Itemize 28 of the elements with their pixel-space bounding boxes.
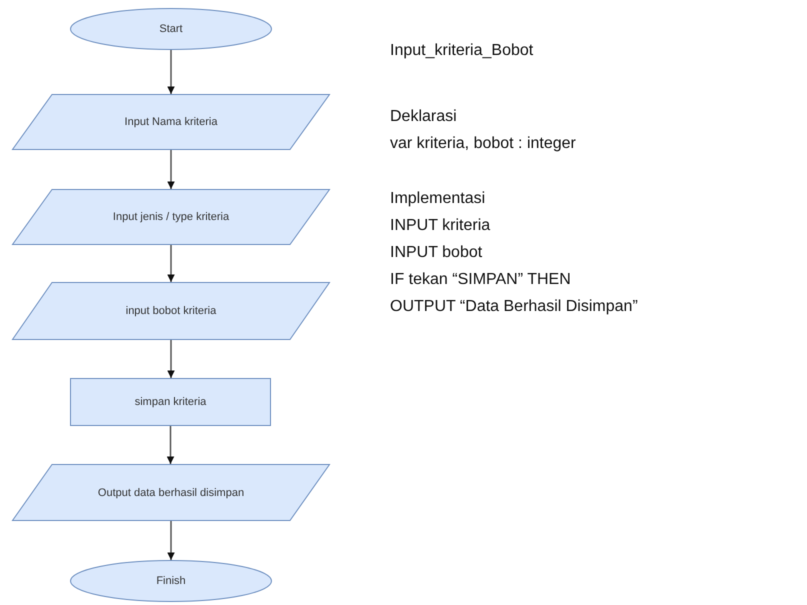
node-label: simpan kriteria — [134, 396, 206, 408]
node-label: input bobot kriteria — [126, 305, 216, 317]
input-parallelogram — [12, 282, 330, 340]
pseudocode-line: OUTPUT “Data Berhasil Disimpan” — [390, 298, 638, 316]
pseudocode-line: IF tekan “SIMPAN” THEN — [390, 271, 571, 289]
process-box — [70, 378, 271, 426]
arrow — [167, 521, 175, 560]
node-label: Input Nama kriteria — [124, 116, 218, 128]
input-parallelogram — [12, 189, 330, 245]
arrow — [167, 150, 175, 189]
output-parallelogram — [12, 464, 330, 521]
pseudocode-line: var kriteria, bobot : integer — [390, 135, 576, 153]
arrow — [167, 245, 175, 282]
node-label: Output data berhasil disimpan — [98, 486, 244, 498]
arrow — [167, 50, 175, 94]
arrow — [166, 426, 174, 464]
pseudocode-line: Input_kriteria_Bobot — [390, 42, 534, 60]
arrow — [167, 340, 175, 378]
node-label: Input jenis / type kriteria — [112, 211, 230, 223]
pseudocode-line: INPUT bobot — [390, 244, 482, 262]
terminal-ellipse — [70, 560, 272, 602]
pseudocode-line: INPUT kriteria — [390, 217, 490, 235]
pseudocode-line: Implementasi — [390, 190, 486, 208]
terminal-ellipse — [70, 8, 272, 50]
pseudocode-line: Deklarasi — [390, 108, 457, 126]
node-label: Start — [159, 23, 183, 35]
input-parallelogram — [12, 94, 330, 150]
node-label: Finish — [156, 575, 186, 587]
